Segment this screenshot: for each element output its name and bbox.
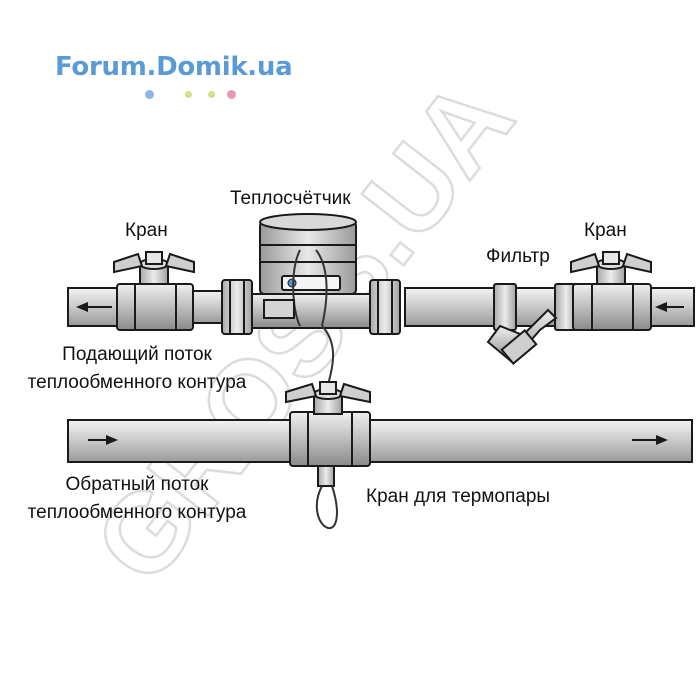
return-flow-arrow-right [632,435,668,445]
label-supply-line-2: теплообменного контура [27,372,247,393]
supply-flow-arrow-left [76,302,112,312]
label-valve-right: Кран [584,220,627,241]
logo-dots [145,90,245,100]
label-thermocouple-valve: Кран для термопары [366,486,551,507]
label-filter: Фильтр [486,246,550,267]
return-flow-arrow-left [88,435,118,445]
logo-dot-pink [227,90,236,99]
meter-union-right [369,279,401,335]
label-return-line-2: теплообменного контура [27,502,247,523]
ball-valve-right [570,251,652,331]
meter-union-left [221,279,253,335]
logo-text: Forum.Domik.ua [55,52,293,82]
label-return-flow: Обратный поток теплообменного контура [0,473,280,524]
thermocouple-valve [285,381,371,530]
logo-dot-blue [145,90,154,99]
forum-domik-logo: Forum.Domik.ua [55,52,293,82]
supply-flow-arrow-right [655,302,684,312]
label-supply-flow: Подающий поток теплообменного контура [0,343,280,394]
y-strainer-filter [486,283,578,365]
return-pipeline [67,419,693,463]
ball-valve-left [113,251,195,331]
label-supply-line-1: Подающий поток [62,344,212,365]
label-valve-left: Кран [125,220,168,241]
logo-dot-yellow-2 [208,91,215,98]
label-return-line-1: Обратный поток [65,474,209,495]
label-heat-meter: Теплосчётчик [230,188,351,209]
heat-meter [251,213,371,329]
supply-pipe-middle [404,287,501,327]
logo-dot-yellow-1 [185,91,192,98]
